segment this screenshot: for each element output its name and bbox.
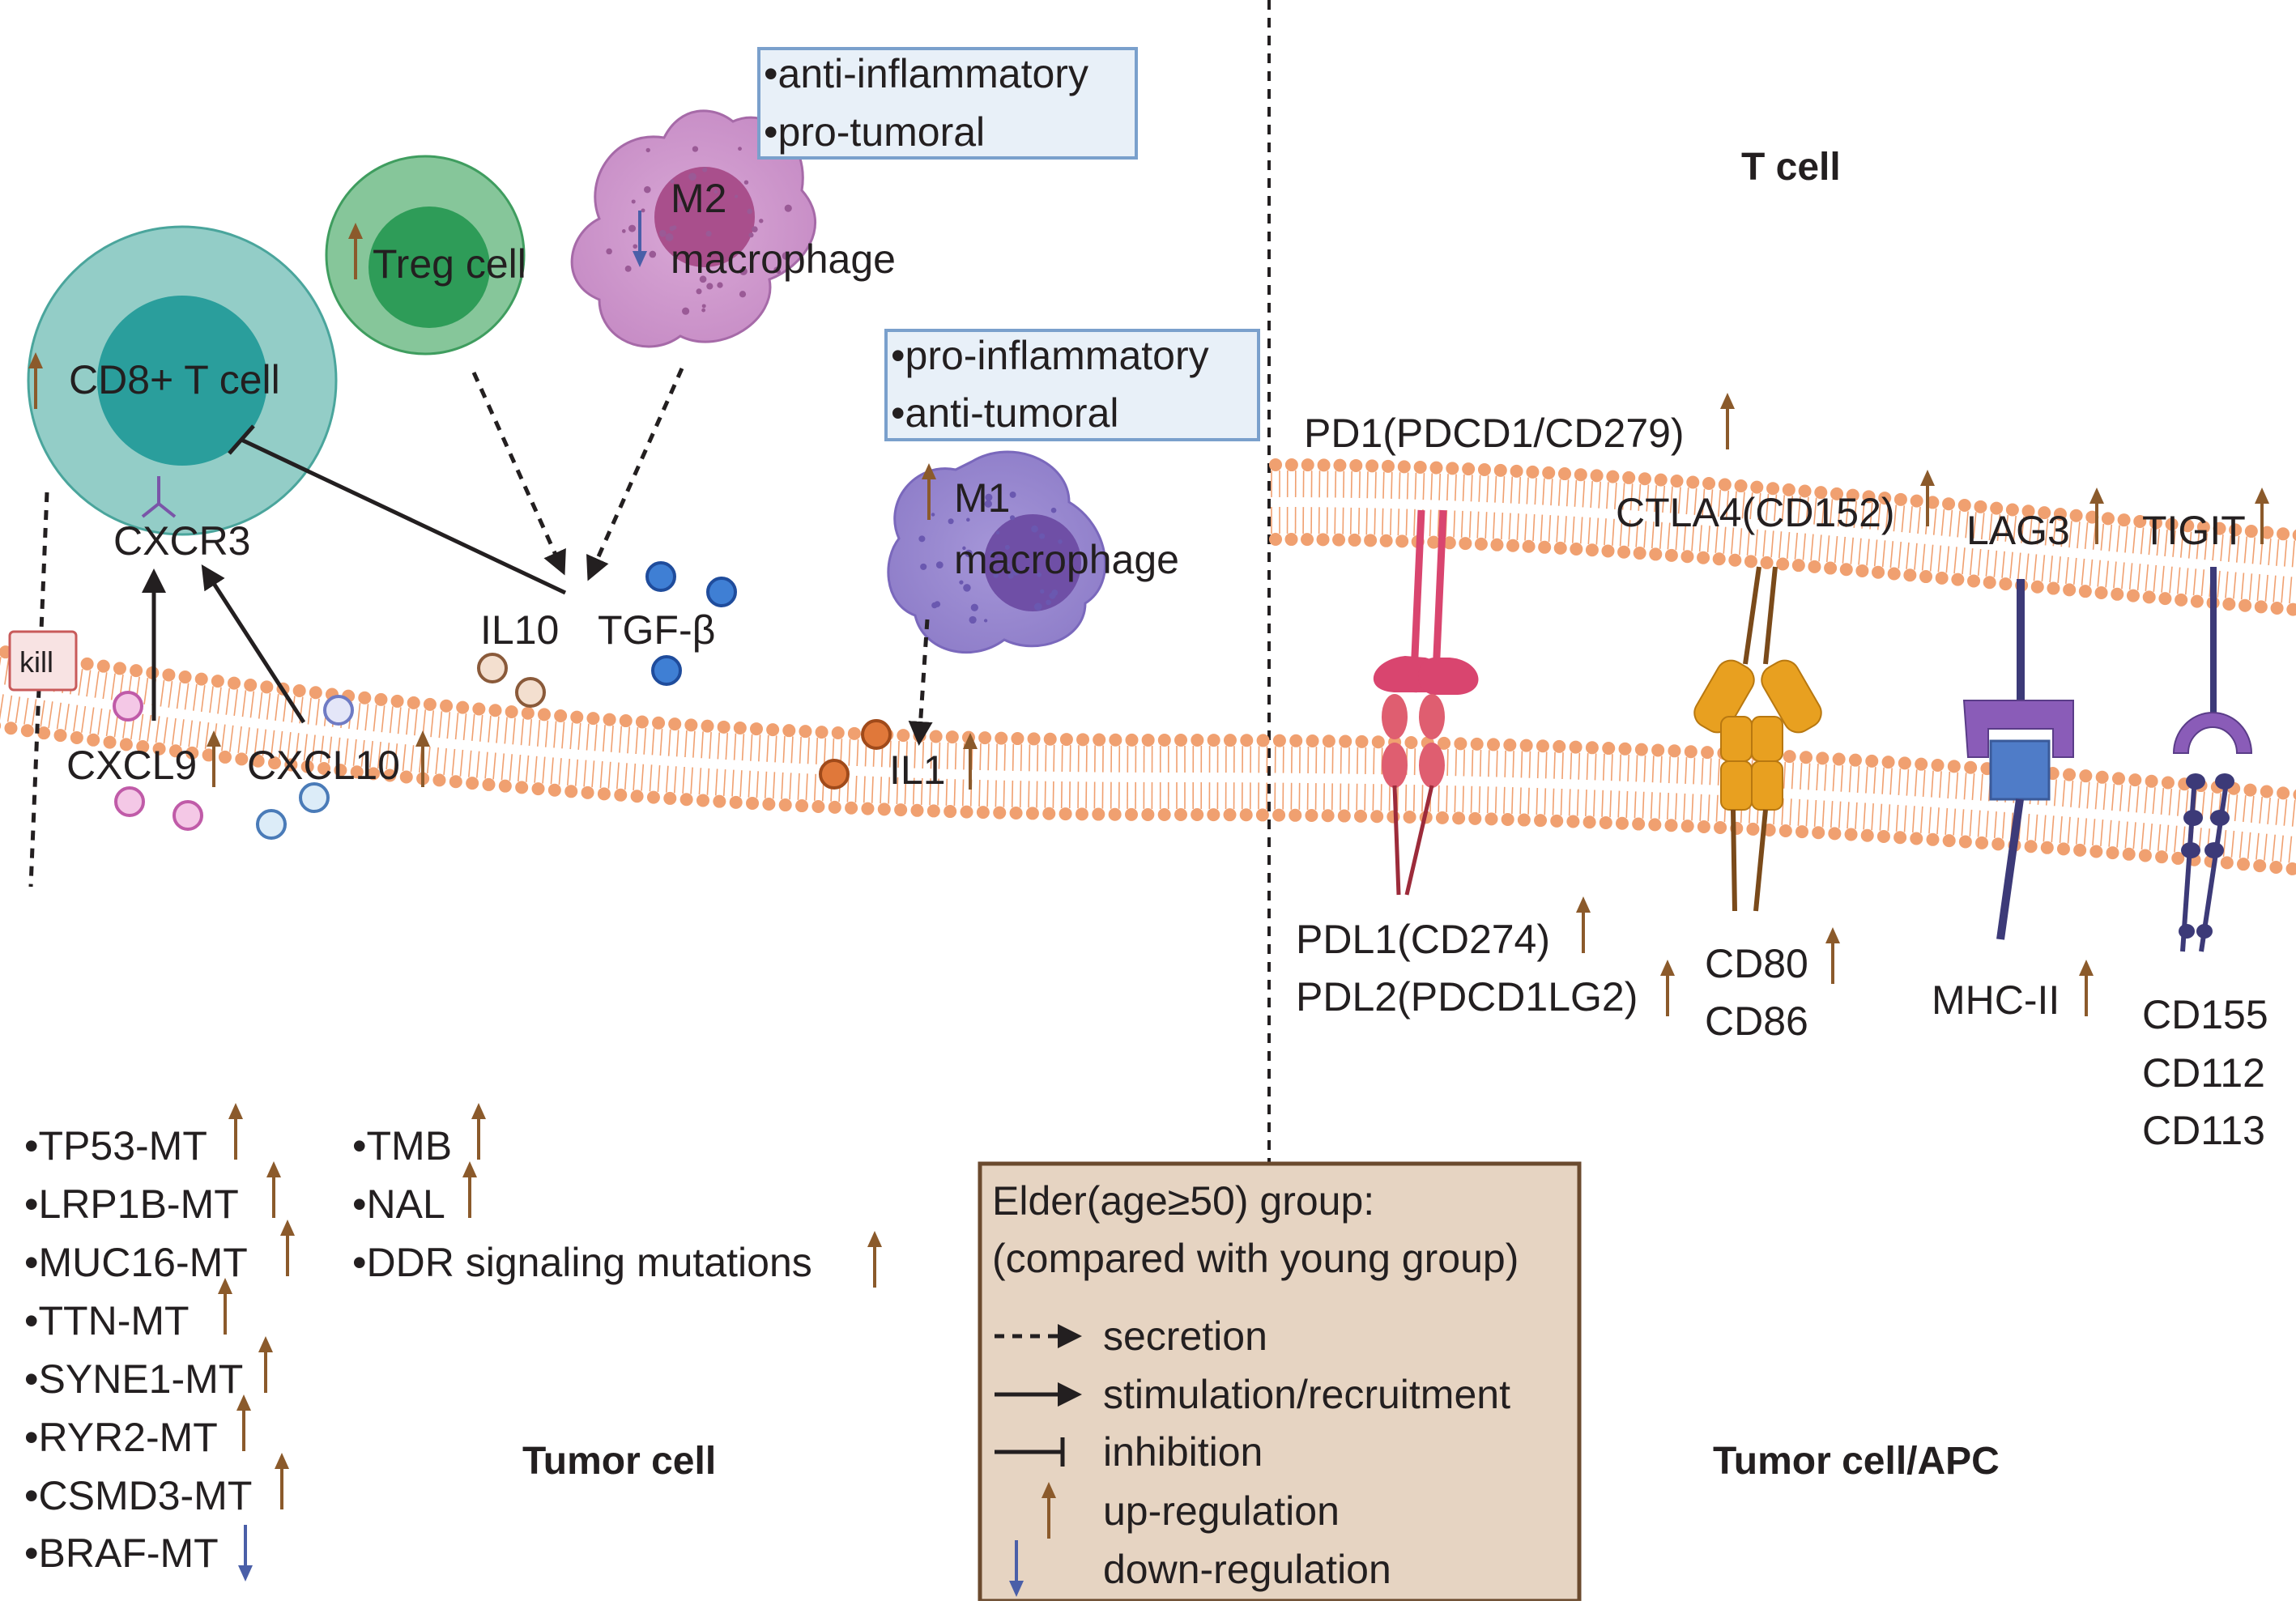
m1-label-1: M1 bbox=[954, 475, 1010, 521]
up-regulation-arrow-icon bbox=[236, 1394, 251, 1451]
particle-icon bbox=[820, 760, 848, 788]
m1-box-line-2: •anti-tumoral bbox=[891, 390, 1119, 436]
cxcr3-label: CXCR3 bbox=[113, 518, 250, 564]
legend-stimulation-label: stimulation/recruitment bbox=[1103, 1372, 1510, 1417]
up-regulation-arrow-icon bbox=[1825, 927, 1840, 984]
up-regulation-arrow-icon bbox=[867, 1231, 882, 1288]
legend-secretion-label: secretion bbox=[1103, 1313, 1267, 1359]
kill-box: kill bbox=[10, 632, 76, 690]
up-regulation-arrow-icon bbox=[1720, 393, 1735, 449]
particle-icon bbox=[174, 802, 202, 829]
tgfb-label: TGF-β bbox=[598, 607, 715, 653]
particle-icon bbox=[325, 696, 352, 724]
mutation-list-2: •TMB •NAL •DDR signaling mutations bbox=[352, 1123, 812, 1285]
mutation-item: •TP53-MT bbox=[24, 1123, 207, 1169]
down-regulation-arrow-icon bbox=[238, 1525, 253, 1582]
mutation-item: •RYR2-MT bbox=[24, 1415, 218, 1460]
up-regulation-arrow-icon bbox=[462, 1161, 477, 1218]
header-tumor-apc: Tumor cell/APC bbox=[1713, 1440, 2000, 1483]
treg-secretion-arrow bbox=[474, 373, 563, 571]
legend-title-2: (compared with young group) bbox=[992, 1236, 1519, 1281]
cell-membranes bbox=[0, 458, 2296, 875]
ctla4-label: CTLA4(CD152) bbox=[1616, 490, 1895, 535]
m2-label-1: M2 bbox=[671, 176, 726, 221]
mutation-item: •TMB bbox=[352, 1123, 452, 1169]
cd80-label: CD80 bbox=[1705, 941, 1808, 986]
legend-box: Elder(age≥50) group: (compared with youn… bbox=[980, 1164, 1579, 1601]
up-regulation-arrow-icon bbox=[228, 1103, 243, 1160]
pd1-label: PD1(PDCD1/CD279) bbox=[1304, 411, 1685, 456]
up-regulation-arrow-icon bbox=[280, 1220, 295, 1276]
mutation-item: •DDR signaling mutations bbox=[352, 1240, 812, 1285]
treg-label: Treg cell bbox=[373, 241, 526, 287]
m1-property-box: •pro-inflammatory •anti-tumoral bbox=[886, 330, 1259, 440]
m2-secretion-arrow bbox=[590, 368, 682, 577]
m1-secretion-arrow bbox=[919, 619, 927, 741]
legend-title-1: Elder(age≥50) group: bbox=[992, 1178, 1374, 1224]
particle-icon bbox=[116, 788, 143, 815]
legend-up-label: up-regulation bbox=[1103, 1488, 1340, 1534]
particle-icon bbox=[300, 784, 328, 811]
particle-icon bbox=[479, 654, 506, 682]
particle-icon bbox=[114, 692, 142, 720]
particle-icon bbox=[653, 657, 680, 684]
pdl2-label: PDL2(PDCD1LG2) bbox=[1296, 974, 1638, 1020]
cd112-label: CD112 bbox=[2142, 1050, 2265, 1096]
mutation-item: •NAL bbox=[352, 1181, 445, 1227]
up-regulation-arrow-icon bbox=[218, 1278, 232, 1335]
particle-icon bbox=[863, 721, 890, 748]
m1-macrophage: M1 macrophage bbox=[888, 452, 1179, 653]
legend-down-label: down-regulation bbox=[1103, 1547, 1391, 1592]
cd86-label: CD86 bbox=[1705, 998, 1808, 1044]
ctla4-cd80-complex bbox=[1689, 567, 1827, 911]
il10-inhibition-line bbox=[241, 440, 565, 593]
cd113-label: CD113 bbox=[2142, 1108, 2265, 1153]
header-t-cell: T cell bbox=[1741, 146, 1841, 189]
up-regulation-arrow-icon bbox=[1660, 960, 1675, 1016]
m2-box-line-2: •pro-tumoral bbox=[764, 109, 985, 155]
up-regulation-arrow-icon bbox=[258, 1336, 273, 1393]
kill-label: kill bbox=[19, 645, 53, 679]
m2-box-line-1: •anti-inflammatory bbox=[764, 51, 1088, 96]
cd8-label: CD8+ T cell bbox=[69, 357, 280, 402]
mutation-item: •MUC16-MT bbox=[24, 1240, 248, 1285]
tigit-label: TIGIT bbox=[2142, 508, 2246, 553]
il1-label: IL1 bbox=[889, 747, 946, 793]
il10-label: IL10 bbox=[480, 607, 559, 653]
m1-box-line-1: •pro-inflammatory bbox=[891, 333, 1209, 378]
cd8-t-cell: CD8+ T cell bbox=[28, 227, 336, 534]
up-regulation-arrow-icon bbox=[471, 1103, 486, 1160]
up-regulation-arrow-icon bbox=[266, 1161, 281, 1218]
legend-inhibition-label: inhibition bbox=[1103, 1429, 1263, 1475]
m2-property-box: •anti-inflammatory •pro-tumoral bbox=[759, 49, 1136, 158]
particle-icon bbox=[517, 679, 544, 706]
mutation-list-1: •TP53-MT •LRP1B-MT •MUC16-MT •TTN-MT •SY… bbox=[24, 1123, 252, 1576]
mutation-item: •LRP1B-MT bbox=[24, 1181, 239, 1227]
cxcl10-label: CXCL10 bbox=[247, 743, 400, 788]
mutation-item: •CSMD3-MT bbox=[24, 1473, 252, 1518]
lag3-mhc2-complex bbox=[1964, 579, 2073, 939]
cxcl9-label: CXCL9 bbox=[66, 743, 197, 788]
particle-icon bbox=[708, 578, 735, 606]
header-tumor-cell: Tumor cell bbox=[522, 1440, 716, 1483]
lag3-label: LAG3 bbox=[1966, 508, 2070, 553]
mutation-item: •SYNE1-MT bbox=[24, 1356, 243, 1402]
m1-label-2: macrophage bbox=[954, 537, 1179, 582]
mutation-item: •BRAF-MT bbox=[24, 1530, 219, 1576]
tigit-cd155-complex bbox=[2174, 567, 2251, 952]
up-regulation-arrow-icon bbox=[2079, 960, 2094, 1016]
particle-icon bbox=[647, 563, 675, 590]
pdl1-label: PDL1(CD274) bbox=[1296, 917, 1550, 962]
up-regulation-arrow-icon bbox=[275, 1453, 289, 1509]
up-regulation-arrow-icon bbox=[1576, 896, 1591, 953]
m2-label-2: macrophage bbox=[671, 236, 896, 282]
cd155-label: CD155 bbox=[2142, 992, 2268, 1037]
mutation-item: •TTN-MT bbox=[24, 1298, 190, 1343]
mhc2-label: MHC-II bbox=[1932, 977, 2060, 1023]
pd1-pdl1-complex bbox=[1374, 510, 1479, 895]
particle-icon bbox=[258, 811, 285, 838]
